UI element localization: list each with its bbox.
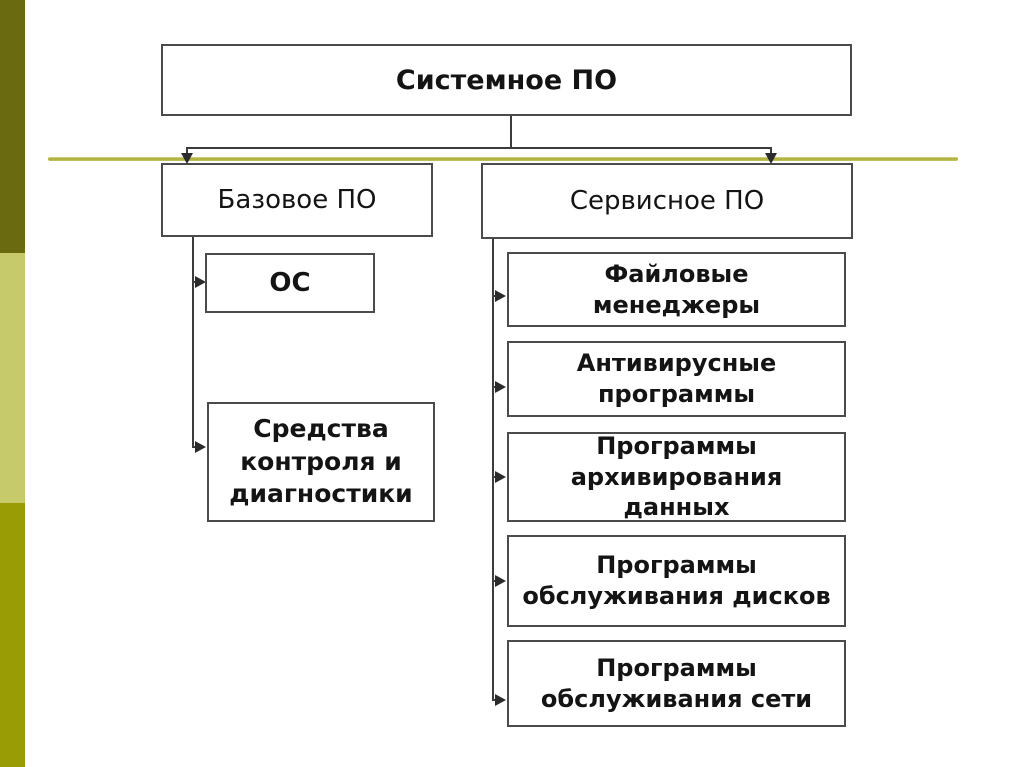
connector-root-crossbar <box>186 147 772 149</box>
connector-drop-service <box>770 147 772 157</box>
connector-service-trunk <box>492 239 494 701</box>
control-diagnostics-box: Средства контроля и диагностики <box>207 402 435 522</box>
os-box: ОС <box>205 253 375 313</box>
service-software-label: Сервисное ПО <box>569 186 765 216</box>
os-label: ОС <box>269 268 311 298</box>
horizontal-divider-line <box>48 157 958 161</box>
antivirus-label: Антивирусные программы <box>576 349 777 408</box>
connector-root-stem <box>510 116 512 148</box>
arrow-right-os-icon <box>195 276 206 288</box>
sidebar-band-dark <box>0 0 25 253</box>
network-maintenance-label: Программы обслуживания сети <box>540 653 813 713</box>
root-box-label: Системное ПО <box>395 64 618 96</box>
network-maintenance-box: Программы обслуживания сети <box>507 640 846 727</box>
connector-drop-basic <box>186 147 188 157</box>
archiving-box: Программы архивирования данных <box>507 432 846 522</box>
basic-software-label: Базовое ПО <box>217 185 377 215</box>
arrow-right-antivirus-icon <box>495 381 506 393</box>
connector-basic-trunk <box>192 237 194 448</box>
arrow-right-disk-icon <box>495 575 506 587</box>
arrow-right-network-icon <box>495 694 506 706</box>
sidebar-band-medium <box>0 503 25 767</box>
archiving-label: Программы архивирования данных <box>570 431 783 522</box>
service-software-box: Сервисное ПО <box>481 163 853 239</box>
arrow-down-service-icon <box>765 153 777 164</box>
arrow-right-control-icon <box>195 441 206 453</box>
arrow-right-file-managers-icon <box>495 290 506 302</box>
file-managers-label: Файловые менеджеры <box>592 259 761 319</box>
root-box-system-software: Системное ПО <box>161 44 852 116</box>
arrow-right-archiving-icon <box>495 471 506 483</box>
sidebar-band-light <box>0 253 25 503</box>
arrow-down-basic-icon <box>181 153 193 164</box>
file-managers-box: Файловые менеджеры <box>507 252 846 327</box>
control-diagnostics-label: Средства контроля и диагностики <box>229 414 413 509</box>
basic-software-box: Базовое ПО <box>161 163 433 237</box>
disk-maintenance-label: Программы обслуживания дисков <box>522 551 831 610</box>
antivirus-box: Антивирусные программы <box>507 341 846 417</box>
disk-maintenance-box: Программы обслуживания дисков <box>507 535 846 627</box>
